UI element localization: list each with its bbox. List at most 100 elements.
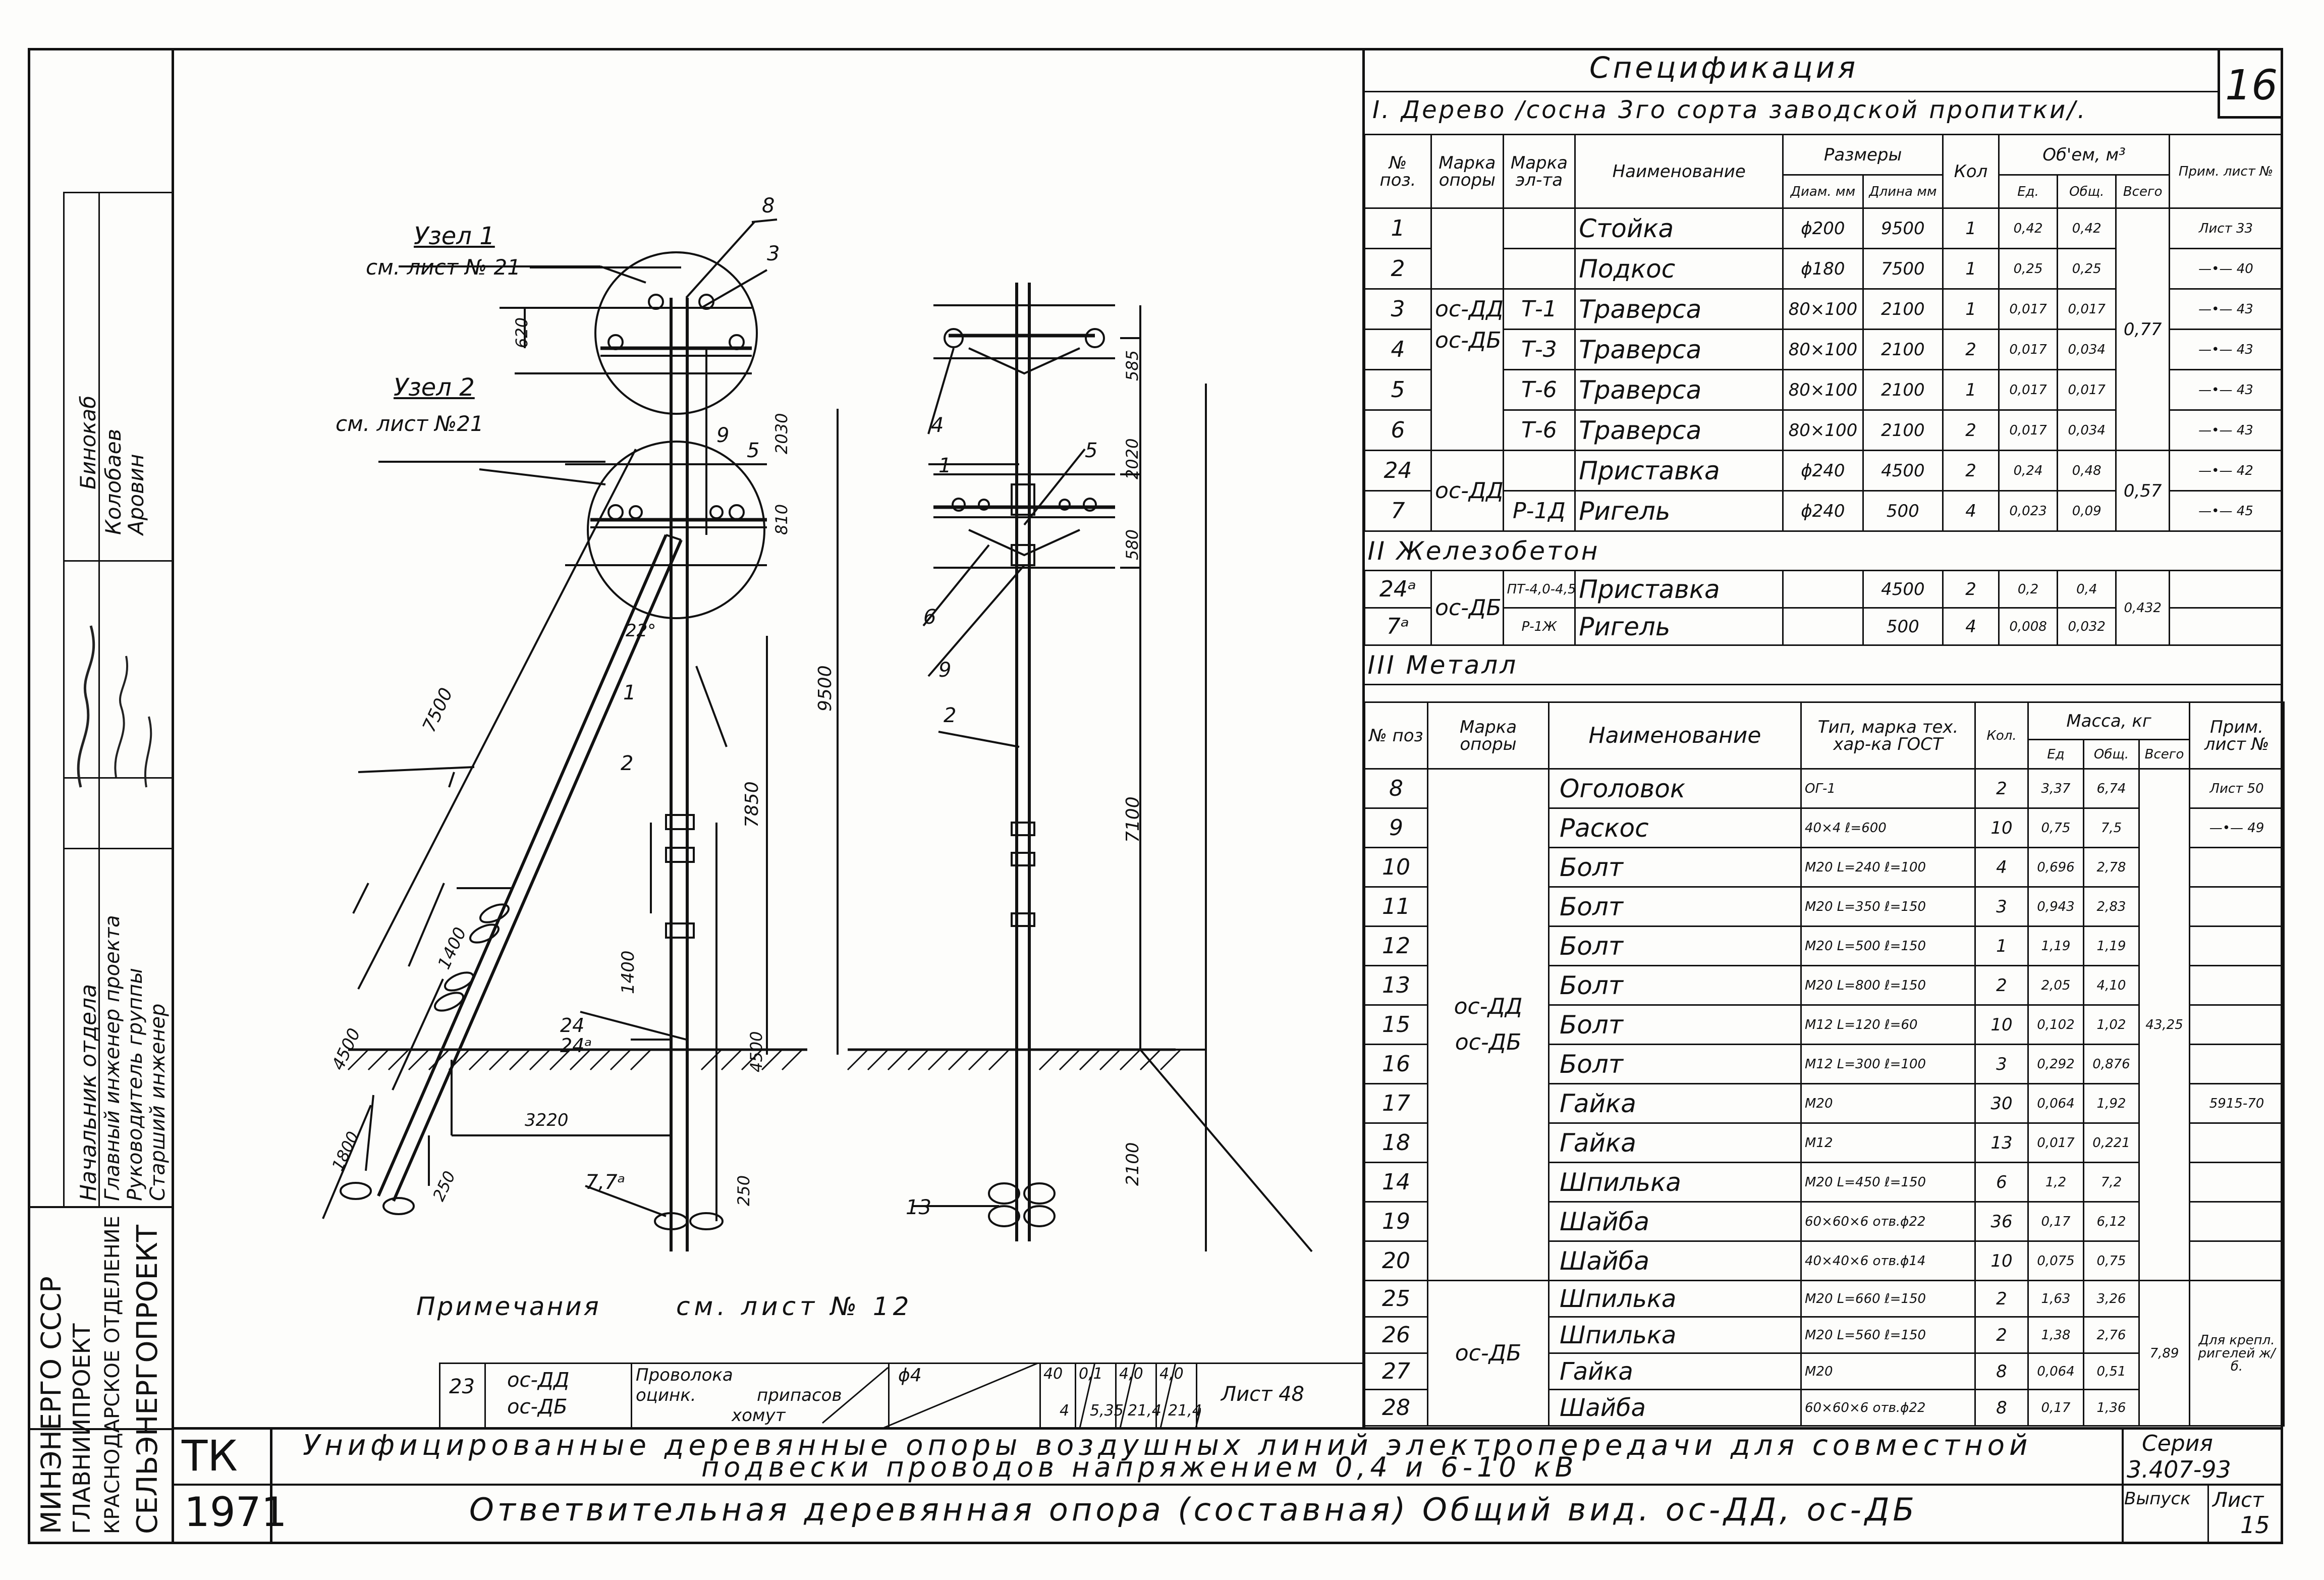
metal-name: Болт (1548, 886, 1802, 927)
row-23-mark-1: ос-ДБ (507, 1395, 568, 1419)
callout-5-left: 5 (747, 439, 760, 462)
metal-db-kol: 2 (1974, 1280, 2029, 1318)
concrete-len: 500 (1862, 607, 1944, 646)
row-23-obsh-1: 21,4 (1128, 1402, 1161, 1420)
wood-name: Траверса (1574, 369, 1784, 411)
stamp-name-2: Аровин (124, 454, 148, 535)
metal-obsh: 0,221 (2083, 1122, 2140, 1163)
row-23-name-4: хомут (732, 1405, 786, 1426)
concrete-prim (2168, 570, 2284, 609)
wood-obsh: 0,25 (2057, 248, 2117, 290)
concrete-mark-el: Р-1Ж (1502, 607, 1576, 646)
wood-kol: 2 (1942, 409, 2000, 451)
wood-len: 7500 (1862, 248, 1944, 290)
metal-pos: 8 (1364, 768, 1428, 809)
metal-pos: 20 (1364, 1240, 1428, 1281)
metal-type: 40×4 ℓ=600 (1800, 807, 1976, 848)
node1-circle (594, 251, 758, 415)
metal-type: М20 L=450 ℓ=150 (1800, 1162, 1976, 1203)
metal-kol: 10 (1974, 1004, 2029, 1045)
metal-pos: 10 (1364, 847, 1428, 888)
wood-mark-op-empty (1430, 207, 1504, 290)
stamp-name-0: Бинокаб (76, 395, 100, 489)
dim-22deg: 22° (626, 621, 656, 641)
mh-prim: Прим. лист № (2189, 701, 2285, 770)
wood-kol: 1 (1942, 248, 2000, 290)
wh-sizes: Размеры (1782, 134, 1944, 176)
wood-mark-el: Т-1 (1502, 288, 1576, 330)
wood-diam: 80×100 (1782, 288, 1864, 330)
metal-type: М20 L=500 ℓ=150 (1800, 925, 1976, 966)
wood-pos: 3 (1363, 288, 1432, 330)
mh-ed: Ед (2027, 739, 2084, 770)
wood-name: Приставка (1574, 450, 1784, 492)
metal-kol: 10 (1974, 807, 2029, 848)
metal-type: М12 L=120 ℓ=60 (1800, 1004, 1976, 1045)
wood-kol: 1 (1942, 288, 2000, 330)
wood-len: 2100 (1862, 288, 1944, 330)
spec-section-1: I. Дерево /сосна 3го сорта заводской про… (1372, 96, 2087, 124)
dim-585: 585 (1123, 350, 1142, 381)
metal-kol: 4 (1974, 847, 2029, 888)
wood-name: Траверса (1574, 288, 1784, 330)
stamp-role-0: Начальник отдела (76, 984, 101, 1201)
callout-6-right: 6 (923, 606, 936, 629)
wood-mark-op: ос-ДД (1430, 288, 1504, 330)
metal-pos: 9 (1364, 807, 1428, 848)
row-23-vsego-0: 4,0 (1159, 1365, 1184, 1383)
dim-250-pole: 250 (734, 1175, 753, 1206)
metal-ed: 0,064 (2027, 1083, 2084, 1124)
metal-ed: 0,292 (2027, 1044, 2084, 1084)
wood-len: 2100 (1862, 409, 1944, 451)
metal-name: Болт (1548, 1004, 1802, 1045)
metal-ed: 0,075 (2027, 1240, 2084, 1281)
metal-total: 43,25 (2138, 768, 2191, 1281)
concrete-kol: 2 (1942, 570, 2000, 609)
metal-prim (2189, 886, 2285, 927)
mh-pos: № поз (1364, 701, 1428, 770)
stamp-role-3: Старший инженер (146, 1003, 170, 1201)
metal-pos: 13 (1364, 965, 1428, 1006)
dim-2030: 2030 (772, 413, 791, 454)
wood-len: 2100 (1862, 369, 1944, 411)
wood-prim: Лист 33 (2168, 207, 2284, 249)
concrete-kol: 4 (1942, 607, 2000, 646)
metal-obsh: 2,83 (2083, 886, 2140, 927)
callout-2-left: 2 (621, 752, 634, 775)
wh-vsego: Всего (2115, 174, 2170, 209)
row-23-pos: 23 (449, 1375, 475, 1398)
metal-db-kol: 2 (1974, 1316, 2029, 1354)
metal-db-ed: 1,38 (2027, 1316, 2084, 1354)
series-value: 3.407-93 (2127, 1456, 2231, 1483)
wood-mark-el (1502, 248, 1576, 290)
metal-kol: 3 (1974, 1044, 2029, 1084)
wood-diam: ϕ200 (1782, 207, 1864, 249)
title-line-1: Унифицированные деревянные опоры воздушн… (303, 1429, 2032, 1462)
concrete-name: Приставка (1574, 570, 1784, 609)
metal-prim: Лист 50 (2189, 768, 2285, 809)
metal-prim: 5915-70 (2189, 1083, 2285, 1124)
metal-pos: 15 (1364, 1004, 1428, 1045)
concrete-mark-el: ПТ-4,0-4,5 (1502, 570, 1576, 609)
dim-7850: 7850 (742, 781, 762, 828)
metal-prim: —•— 49 (2189, 807, 2285, 848)
spec-panel (1362, 48, 2286, 1428)
wood-mark-el: Т-6 (1502, 369, 1576, 411)
metal-ed: 2,05 (2027, 965, 2084, 1006)
mh-vsego: Всего (2138, 739, 2191, 770)
wood-ed: 0,017 (1998, 288, 2059, 330)
issue-label: Выпуск (2124, 1489, 2191, 1509)
wood-kol: 4 (1942, 490, 2000, 532)
metal-name: Болт (1548, 965, 1802, 1006)
node1-ref: см. лист № 21 (366, 255, 521, 280)
wood-ed: 0,24 (1998, 450, 2059, 492)
wh-diam: Диам. мм (1782, 174, 1864, 209)
title-code: ТК (182, 1431, 238, 1481)
metal-db-mark: ос-ДБ (1427, 1280, 1550, 1427)
concrete-pos: 7ᵃ (1363, 607, 1432, 646)
